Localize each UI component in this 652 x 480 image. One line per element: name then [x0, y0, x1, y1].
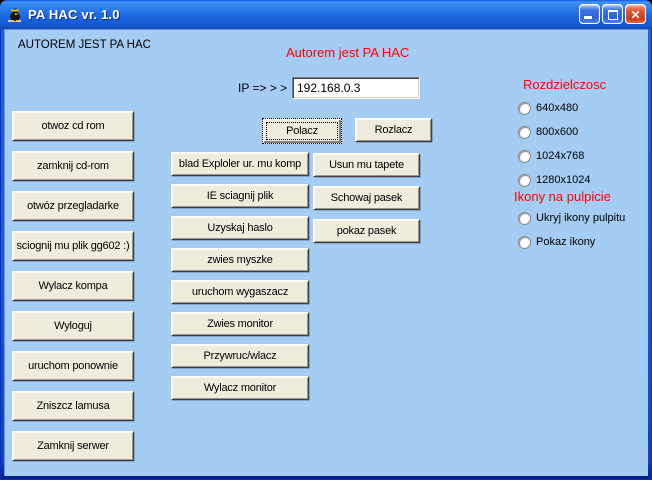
uzyskaj-haslo-button[interactable]: Uzyskaj haslo — [171, 216, 309, 240]
zniszcz-lamusa-button[interactable]: Zniszcz lamusa — [12, 391, 134, 421]
title-bar[interactable]: PA HAC vr. 1.0 ✕ — [0, 0, 652, 29]
desktop-icons-radio-group: Ukryj ikony pulpitu Pokaz ikony — [518, 211, 625, 249]
zamknij-serwer-button[interactable]: Zamknij serwer — [12, 431, 134, 461]
radio-circle-icon — [518, 211, 531, 225]
sciognij-plik-gg602-button[interactable]: sciognij mu plik gg602 :) — [12, 231, 134, 261]
maximize-icon — [608, 10, 618, 20]
resolution-radio-group: 640x480 800x600 1024x768 1280x1024 — [518, 101, 590, 187]
left-button-column: otwoz cd rom zamknij cd-rom otwóz przegl… — [12, 111, 134, 461]
client-area: AUTOREM JEST PA HAC Autorem jest PA HAC … — [4, 29, 648, 476]
uruchom-ponownie-button[interactable]: uruchom ponownie — [12, 351, 134, 381]
ie-sciagnij-plik-button[interactable]: IE sciagnij plik — [171, 184, 309, 208]
radio-ukryj-ikony-pulpitu[interactable]: Ukryj ikony pulpitu — [518, 211, 625, 225]
radio-1280x1024[interactable]: 1280x1024 — [518, 173, 590, 187]
wylacz-kompa-button[interactable]: Wylacz kompa — [12, 271, 134, 301]
radio-circle-icon — [518, 125, 531, 139]
schowaj-pasek-button[interactable]: Schowaj pasek — [313, 186, 420, 210]
otwoz-cd-rom-button[interactable]: otwoz cd rom — [12, 111, 134, 141]
window-controls: ✕ — [579, 4, 646, 24]
blad-exploler-button[interactable]: blad Exploler ur. mu komp — [171, 152, 309, 176]
usun-mu-tapete-button[interactable]: Usun mu tapete — [313, 153, 420, 177]
ip-input[interactable] — [292, 77, 420, 99]
radio-pokaz-ikony[interactable]: Pokaz ikony — [518, 235, 625, 249]
minimize-icon — [584, 16, 592, 19]
radio-circle-icon — [518, 149, 531, 163]
ip-label: IP => > > — [238, 81, 288, 95]
app-icon — [7, 7, 23, 23]
polacz-connect-button[interactable]: Polacz — [262, 118, 342, 144]
close-button[interactable]: ✕ — [625, 4, 646, 24]
author-red-label: Autorem jest PA HAC — [286, 45, 410, 60]
resolution-heading: Rozdzielczosc — [523, 77, 607, 92]
right-button-column: Usun mu tapete Schowaj pasek pokaz pasek — [313, 153, 420, 243]
middle-button-column: blad Exploler ur. mu komp IE sciagnij pl… — [171, 152, 309, 400]
radio-1024x768[interactable]: 1024x768 — [518, 149, 590, 163]
wyloguj-button[interactable]: Wyloguj — [12, 311, 134, 341]
radio-circle-icon — [518, 101, 531, 115]
zamknij-cd-rom-button[interactable]: zamknij cd-rom — [12, 151, 134, 181]
window-title: PA HAC vr. 1.0 — [28, 7, 120, 22]
radio-800x600[interactable]: 800x600 — [518, 125, 590, 139]
wylacz-monitor-button[interactable]: Wylacz monitor — [171, 376, 309, 400]
maximize-button[interactable] — [602, 4, 623, 24]
minimize-button[interactable] — [579, 4, 600, 24]
radio-circle-icon — [518, 173, 531, 187]
zwies-monitor-button[interactable]: Zwies monitor — [171, 312, 309, 336]
pokaz-pasek-button[interactable]: pokaz pasek — [313, 219, 420, 243]
radio-circle-icon — [518, 235, 531, 249]
przywruc-wlacz-button[interactable]: Przywruc/wlacz — [171, 344, 309, 368]
desktop-icons-heading: Ikony na pulpicie — [514, 189, 611, 204]
otwoz-przegladarke-button[interactable]: otwóz przegladarke — [12, 191, 134, 221]
rozlacz-disconnect-button[interactable]: Rozlacz — [355, 118, 432, 142]
close-icon: ✕ — [630, 8, 641, 22]
author-caps-label: AUTOREM JEST PA HAC — [18, 39, 151, 51]
radio-640x480[interactable]: 640x480 — [518, 101, 590, 115]
uruchom-wygaszacz-button[interactable]: uruchom wygaszacz — [171, 280, 309, 304]
zwies-myszke-button[interactable]: zwies myszke — [171, 248, 309, 272]
